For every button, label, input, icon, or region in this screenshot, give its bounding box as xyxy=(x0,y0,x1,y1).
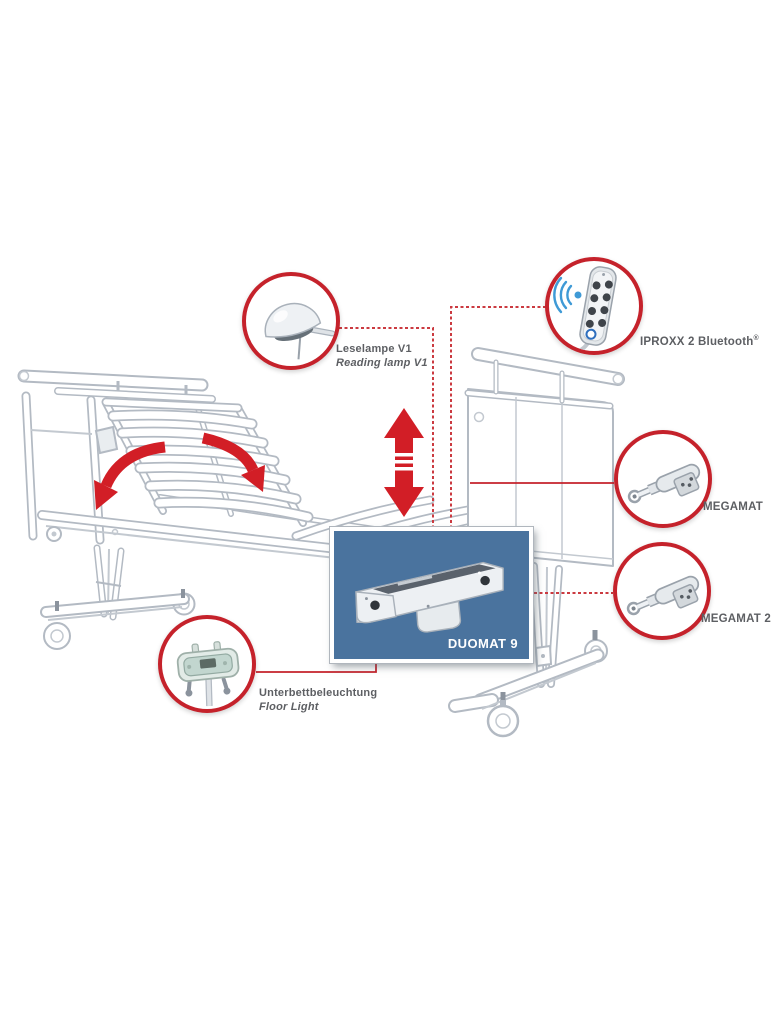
backrest-tilt-arrow-right xyxy=(201,432,265,492)
floor-light-icon xyxy=(176,641,240,707)
bed-frame-front-rail xyxy=(37,510,343,559)
linear-actuator-icon xyxy=(627,463,701,504)
wireless-waves-icon xyxy=(553,276,573,314)
callout-floor-light xyxy=(158,615,256,713)
foot-leg-casters xyxy=(448,562,608,738)
duomat-control-box-icon xyxy=(355,561,504,633)
height-adjust-arrow xyxy=(384,408,424,517)
callout-iproxx-remote xyxy=(545,257,643,355)
duomat-inset-panel: DUOMAT 9 xyxy=(329,526,534,664)
label-reading-lamp-en: Reading lamp V1 xyxy=(336,357,428,370)
label-floor-light: Unterbettbeleuchtung Floor Light xyxy=(259,686,377,715)
label-floor-light-de: Unterbettbeleuchtung xyxy=(259,687,378,699)
backrest-tilt-arrow-left xyxy=(94,441,166,510)
label-iproxx-text: IPROXX 2 Bluetooth xyxy=(640,335,754,348)
label-reading-lamp-de: Leselampe V1 xyxy=(336,343,412,355)
head-leg-casters xyxy=(40,544,196,650)
footboard xyxy=(464,347,625,567)
connector-reading-lamp xyxy=(339,327,434,527)
handset-remote-icon xyxy=(553,266,617,351)
label-megamat2: MEGAMAT 2 xyxy=(701,613,771,625)
callout-megamat xyxy=(614,430,712,528)
inset-label: DUOMAT 9 xyxy=(447,636,518,651)
connector-floor-light xyxy=(256,661,377,673)
registered-mark: ® xyxy=(753,335,759,342)
reading-lamp-icon xyxy=(264,302,336,360)
label-floor-light-en: Floor Light xyxy=(259,701,319,714)
connector-iproxx xyxy=(450,306,546,527)
backrest xyxy=(94,397,314,527)
callout-megamat2 xyxy=(613,542,711,640)
label-megamat: MEGAMAT xyxy=(703,501,763,513)
label-iproxx: IPROXX 2 Bluetooth® xyxy=(640,334,759,350)
linear-actuator-icon xyxy=(626,575,700,616)
label-reading-lamp: Leselampe V1 Reading lamp V1 xyxy=(336,342,428,371)
headboard-rail xyxy=(17,369,216,545)
callout-reading-lamp xyxy=(242,272,340,370)
